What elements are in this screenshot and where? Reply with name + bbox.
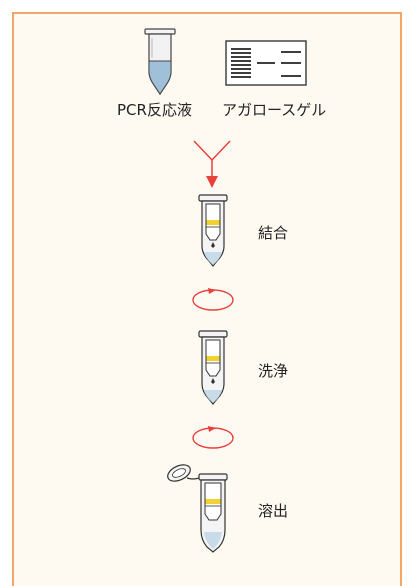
agarose-gel-label: アガロースゲル xyxy=(222,101,327,119)
spin-column-bind-icon xyxy=(198,194,228,267)
step-wash-label: 洗浄 xyxy=(258,362,289,380)
step-elute-label: 溶出 xyxy=(258,502,289,520)
pcr-tube-icon xyxy=(144,28,176,96)
pcr-reaction-label: PCR反応液 xyxy=(117,101,192,119)
spin-column-wash-icon xyxy=(198,330,228,405)
step-bind-label: 結合 xyxy=(258,224,289,242)
centrifuge-icon xyxy=(192,426,234,449)
centrifuge-icon xyxy=(192,288,234,311)
agarose-gel-icon xyxy=(225,40,307,86)
merge-arrow-icon xyxy=(193,140,231,188)
spin-column-elute-icon xyxy=(167,464,228,553)
